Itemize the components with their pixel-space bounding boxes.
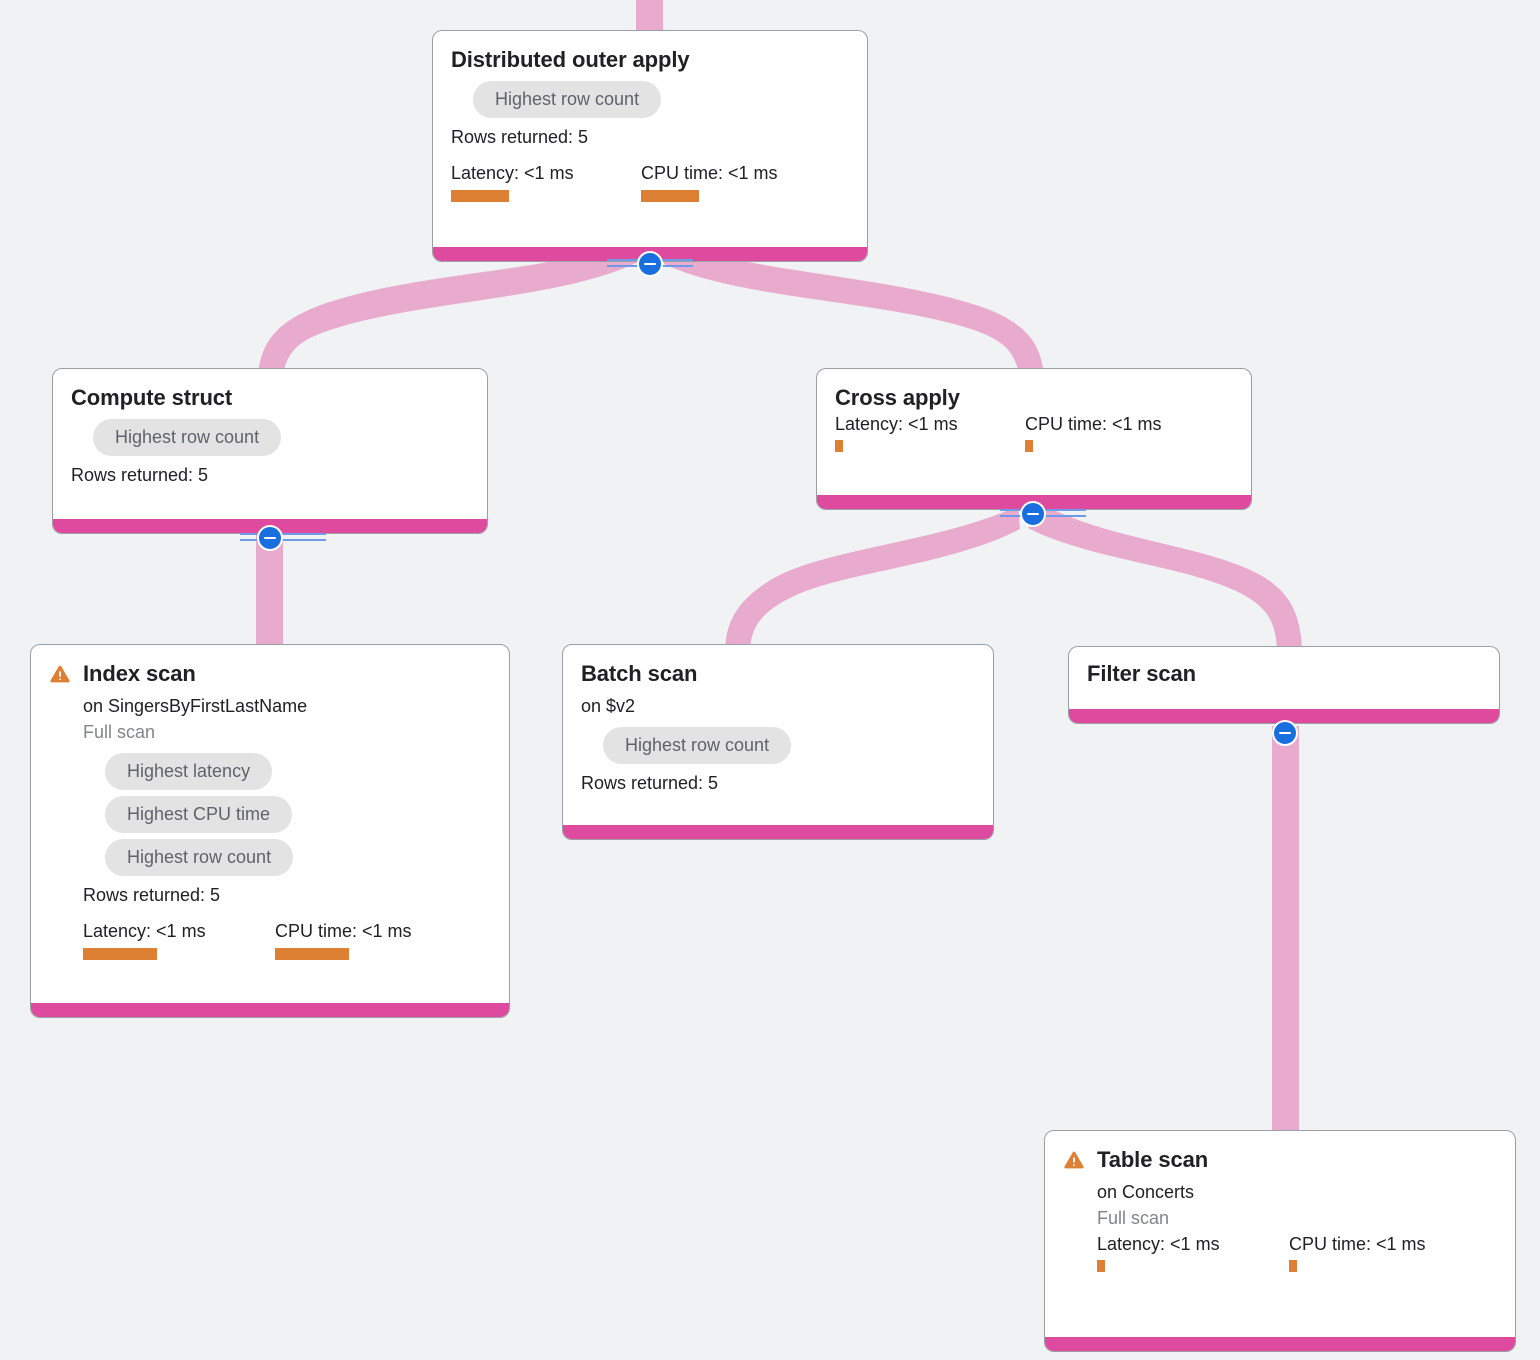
badge-highest-row-count: Highest row count [105,839,294,876]
badge-highest-row-count: Highest row count [93,419,282,456]
metric-cpu-time: CPU time: <1 ms [1025,413,1162,452]
rows-returned: Rows returned: 5 [71,465,209,485]
node-footer [1069,709,1499,723]
badge-highest-row-count: Highest row count [473,81,662,118]
node-footer [1045,1337,1515,1351]
collapse-toggle-cross-apply[interactable] [1020,501,1046,527]
node-title: Batch scan [581,661,698,686]
node-title-row: Cross apply [835,385,1233,411]
collapse-toggle-compute-struct[interactable] [257,525,283,551]
metric-latency: Latency: <1 ms [1097,1233,1289,1272]
node-details: on SingersByFirstLastName Full scan High… [49,687,491,960]
node-badges: Highest row count [451,81,849,118]
metric-cpu-time-bar [641,190,699,202]
node-footer [563,825,993,839]
node-body: Batch scan on $v2 Highest row count Rows… [563,645,993,825]
node-title-row: Compute struct [71,385,469,411]
node-title-row: Index scan [49,661,491,687]
warning-icon [50,665,70,683]
node-metrics: Latency: <1 ms CPU time: <1 ms [451,162,849,202]
node-body: Filter scan [1069,647,1499,709]
node-title: Index scan [83,661,196,686]
node-body: Distributed outer apply Highest row coun… [433,31,867,247]
metric-cpu-time: CPU time: <1 ms [641,162,778,202]
node-scan-type: Full scan [83,722,156,742]
node-metrics: Latency: <1 ms CPU time: <1 ms [83,920,491,960]
node-cross-apply[interactable]: Cross apply Latency: <1 ms CPU time: <1 … [816,368,1252,510]
node-title-row: Distributed outer apply [451,47,849,73]
badge-highest-latency: Highest latency [105,753,273,790]
node-batch-scan[interactable]: Batch scan on $v2 Highest row count Rows… [562,644,994,840]
collapse-toggle-filter-scan[interactable] [1272,720,1298,746]
node-metrics: Latency: <1 ms CPU time: <1 ms [1097,1233,1497,1272]
metric-latency-label: Latency: <1 ms [451,163,574,183]
node-scan-type: Full scan [1097,1208,1170,1228]
node-title: Table scan [1097,1147,1209,1172]
metric-cpu-time-label: CPU time: <1 ms [1289,1234,1426,1254]
badge-highest-row-count: Highest row count [603,727,792,764]
node-target: on SingersByFirstLastName [83,696,308,716]
node-details: on Concerts Full scan Latency: <1 ms CPU… [1063,1173,1497,1272]
metric-cpu-time-label: CPU time: <1 ms [1025,414,1162,434]
badge-highest-cpu-time: Highest CPU time [105,796,293,833]
metric-latency-label: Latency: <1 ms [1097,1234,1220,1254]
node-title-row: Filter scan [1087,661,1481,687]
node-table-scan[interactable]: Table scan on Concerts Full scan Latency… [1044,1130,1516,1352]
metric-cpu-time-bar [275,948,349,960]
metric-cpu-time-label: CPU time: <1 ms [641,163,778,183]
node-body: Table scan on Concerts Full scan Latency… [1045,1131,1515,1337]
edge-filter-scan-to-table-scan [1272,726,1299,1136]
metric-latency-bar [1097,1260,1105,1272]
collapse-toggle-distributed-outer-apply[interactable] [637,251,663,277]
metric-cpu-time: CPU time: <1 ms [1289,1233,1426,1272]
node-title: Filter scan [1087,661,1196,686]
warning-icon [1064,1151,1084,1169]
rows-returned: Rows returned: 5 [83,885,221,905]
node-title: Cross apply [835,385,960,410]
metric-latency-label: Latency: <1 ms [835,414,958,434]
node-body: Cross apply Latency: <1 ms CPU time: <1 … [817,369,1251,495]
node-distributed-outer-apply[interactable]: Distributed outer apply Highest row coun… [432,30,868,262]
node-badges: Highest row count [71,419,469,456]
node-title: Compute struct [71,385,233,410]
metric-cpu-time-label: CPU time: <1 ms [275,921,412,941]
metric-latency-bar [451,190,509,202]
rows-returned: Rows returned: 5 [581,773,719,793]
metric-latency-bar [83,948,157,960]
rows-returned: Rows returned: 5 [451,127,589,147]
node-badges: Highest row count [581,727,975,764]
metric-latency-label: Latency: <1 ms [83,921,206,941]
edge-cross-apply-to-filter-scan [1028,506,1302,648]
node-target: on $v2 [581,696,636,716]
metric-latency: Latency: <1 ms [835,413,1025,452]
metric-latency: Latency: <1 ms [451,162,641,202]
metric-cpu-time: CPU time: <1 ms [275,920,412,960]
metric-cpu-time-bar [1025,440,1033,452]
node-target: on Concerts [1097,1182,1195,1202]
node-compute-struct[interactable]: Compute struct Highest row count Rows re… [52,368,488,534]
node-title-row: Table scan [1063,1147,1497,1173]
edge-cross-apply-to-batch-scan [725,506,1020,648]
node-title-row: Batch scan [581,661,975,687]
node-index-scan[interactable]: Index scan on SingersByFirstLastName Ful… [30,644,510,1018]
node-badges: Highest latency Highest CPU time Highest… [83,753,491,876]
metric-latency: Latency: <1 ms [83,920,275,960]
node-footer [31,1003,509,1017]
node-body: Compute struct Highest row count Rows re… [53,369,487,519]
node-filter-scan[interactable]: Filter scan [1068,646,1500,724]
edge-compute-struct-to-index-scan [256,534,283,656]
metric-latency-bar [835,440,843,452]
node-metrics: Latency: <1 ms CPU time: <1 ms [835,413,1233,452]
node-body: Index scan on SingersByFirstLastName Ful… [31,645,509,1003]
node-title: Distributed outer apply [451,47,690,72]
metric-cpu-time-bar [1289,1260,1297,1272]
